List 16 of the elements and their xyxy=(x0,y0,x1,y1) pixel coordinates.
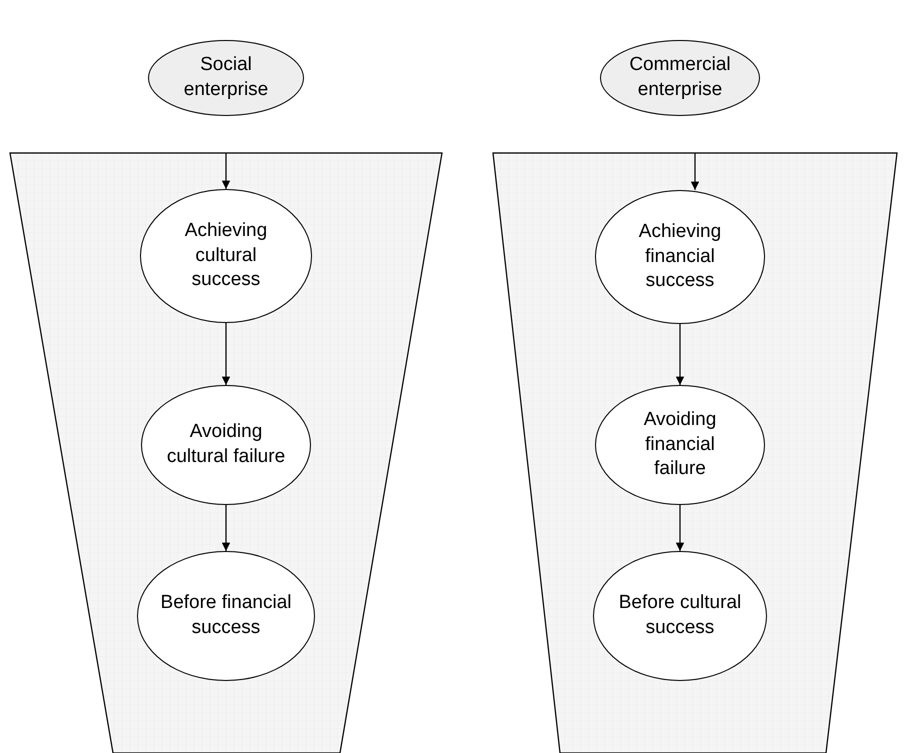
node-label: Before cultural success xyxy=(618,591,742,640)
arrow xyxy=(222,505,230,551)
arrow xyxy=(676,505,684,551)
node-label: Avoiding cultural failure xyxy=(166,420,286,469)
funnel-shape xyxy=(10,153,442,753)
node-label: Commercial enterprise xyxy=(628,53,732,102)
arrow xyxy=(676,324,684,385)
node-label: Before financial success xyxy=(160,591,292,640)
node-label: Avoiding financial failure xyxy=(642,408,718,482)
arrow xyxy=(222,323,230,385)
arrow xyxy=(222,153,230,189)
node-label: Achieving financial success xyxy=(638,220,722,294)
node-label: Social enterprise xyxy=(182,53,270,102)
funnel-shape xyxy=(493,153,897,753)
node-label: Achieving cultural success xyxy=(184,218,268,292)
arrow xyxy=(690,153,700,190)
